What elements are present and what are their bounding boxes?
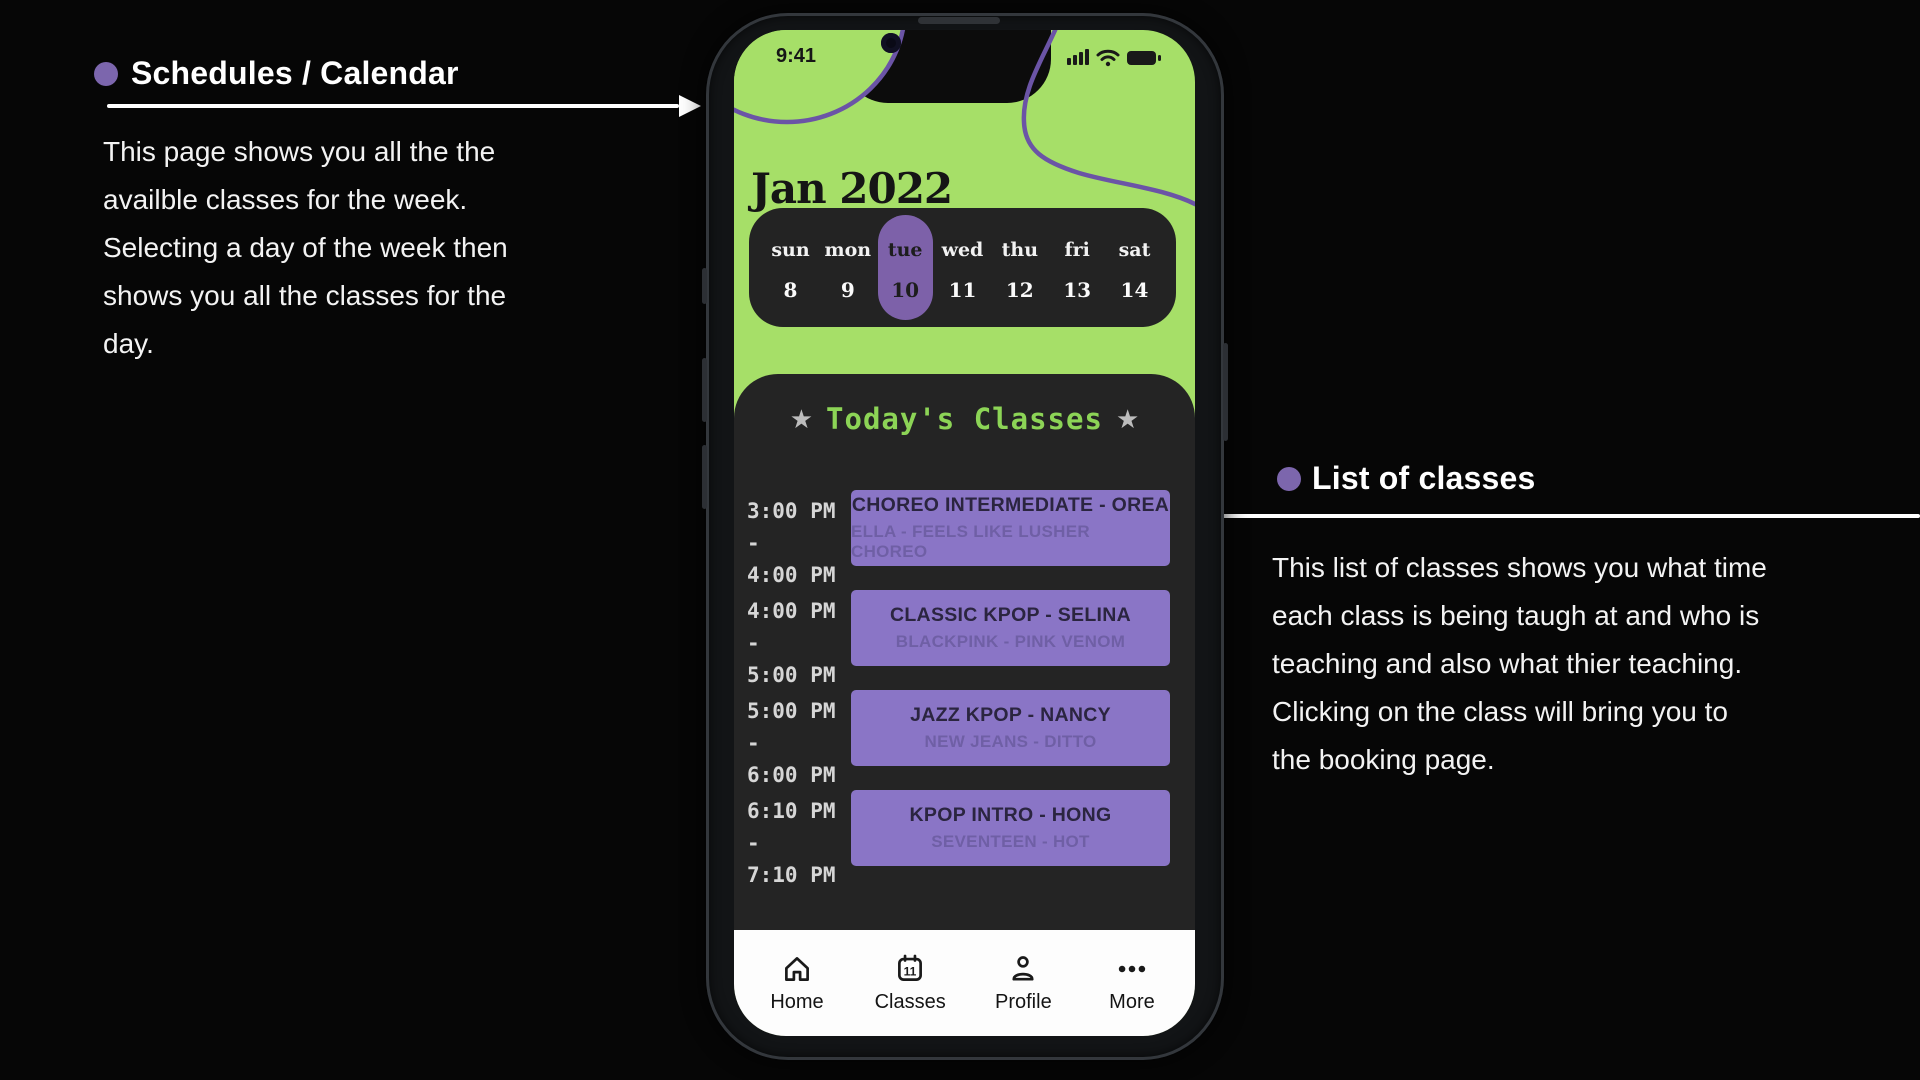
day-number: 12 (1005, 278, 1034, 302)
day-number: 13 (1063, 278, 1092, 302)
class-card[interactable]: CLASSIC KPOP - SELINA BLACKPINK - PINK V… (851, 590, 1170, 666)
day-name: wed (941, 239, 984, 261)
class-time-start: 5:00 PM - (747, 699, 836, 755)
bullet-icon (94, 62, 118, 86)
nav-item-home[interactable]: Home (766, 952, 828, 1014)
class-time: 6:10 PM - 7:10 PM (747, 790, 851, 887)
star-icon: ★ (789, 404, 814, 434)
annotation-body-classes: This list of classes shows you what time… (1272, 552, 1767, 775)
class-time-end: 6:00 PM (747, 763, 836, 787)
calendar-icon: 11 (898, 954, 923, 981)
home-icon (785, 957, 809, 981)
class-name: CHOREO INTERMEDIATE - OREA (851, 494, 1170, 516)
front-camera-icon (881, 33, 901, 53)
wifi-icon (1096, 49, 1120, 61)
annotation-title-schedules: Schedules / Calendar (131, 55, 459, 91)
panel-title: ★ Today's Classes ★ (734, 402, 1195, 436)
class-row: 4:00 PM - 5:00 PM CLASSIC KPOP - SELINA … (734, 590, 1195, 687)
nav-item-classes[interactable]: 11 Classes (875, 952, 946, 1014)
day-name: tue (887, 239, 923, 261)
status-time: 9:41 (776, 45, 817, 67)
calendar-day[interactable]: fri 13 (1050, 215, 1105, 320)
day-name: thu (1001, 239, 1039, 261)
class-detail: SEVENTEEN - HOT (931, 832, 1090, 851)
class-detail: ELLA - FEELS LIKE LUSHER CHOREO (851, 522, 1090, 561)
day-name: mon (824, 239, 872, 261)
class-time-start: 4:00 PM - (747, 599, 836, 655)
day-number: 10 (891, 278, 920, 302)
calendar-day[interactable]: sat 14 (1107, 215, 1162, 320)
class-row: 6:10 PM - 7:10 PM KPOP INTRO - HONG SEVE… (734, 790, 1195, 887)
mute-switch (702, 268, 707, 304)
class-name: KPOP INTRO - HONG (909, 804, 1112, 826)
todays-classes-title: Today's Classes (826, 402, 1103, 436)
nav-label: More (1109, 991, 1155, 1013)
star-icon: ★ (1115, 404, 1140, 434)
class-row: 3:00 PM - 4:00 PM CHOREO INTERMEDIATE - … (734, 490, 1195, 587)
class-time-end: 7:10 PM (747, 863, 836, 887)
speaker-slot (918, 17, 1000, 24)
class-list: 3:00 PM - 4:00 PM CHOREO INTERMEDIATE - … (734, 490, 1195, 887)
nav-label: Profile (995, 991, 1052, 1013)
day-number: 11 (948, 278, 977, 302)
class-row: 5:00 PM - 6:00 PM JAZZ KPOP - NANCY NEW … (734, 690, 1195, 787)
annotation-body-schedules: This page shows you all the the availble… (103, 136, 508, 359)
month-title: Jan 2022 (751, 164, 953, 214)
class-time-start: 3:00 PM - (747, 499, 836, 555)
day-name: fri (1064, 239, 1090, 261)
class-detail: BLACKPINK - PINK VENOM (895, 632, 1126, 651)
nav-label: Classes (874, 991, 946, 1013)
class-time-end: 5:00 PM (747, 663, 836, 687)
status-icons (1067, 49, 1161, 67)
week-calendar: sun 8 mon 9 tue 10 wed 11 thu 12 fri 13 … (749, 208, 1176, 327)
class-detail: NEW JEANS - DITTO (924, 732, 1097, 751)
calendar-day[interactable]: mon 9 (820, 215, 875, 320)
battery-icon (1127, 51, 1161, 65)
arrow-line-to-phone (107, 104, 679, 108)
phone-frame: 9:41 Jan 2022 (702, 13, 1228, 1060)
volume-up-button (702, 358, 707, 422)
class-card[interactable]: KPOP INTRO - HONG SEVENTEEN - HOT (851, 790, 1170, 866)
profile-icon (1012, 956, 1034, 981)
class-card[interactable]: JAZZ KPOP - NANCY NEW JEANS - DITTO (851, 690, 1170, 766)
signal-icon (1067, 49, 1089, 65)
class-time-end: 4:00 PM (747, 563, 836, 587)
calendar-day[interactable]: tue 10 (877, 215, 933, 320)
more-icon (1118, 965, 1146, 973)
class-name: JAZZ KPOP - NANCY (910, 704, 1111, 726)
bottom-nav: Home 11 Classes (734, 930, 1195, 1036)
arrow-line-to-phone (1208, 514, 1920, 518)
class-name: CLASSIC KPOP - SELINA (889, 604, 1132, 626)
day-number: 14 (1120, 278, 1149, 302)
class-time: 5:00 PM - 6:00 PM (747, 690, 851, 787)
day-number: 8 (783, 278, 798, 302)
bullet-icon (1277, 467, 1301, 491)
class-time: 4:00 PM - 5:00 PM (747, 590, 851, 687)
nav-label: Home (770, 991, 824, 1013)
nav-item-more[interactable]: More (1101, 952, 1163, 1014)
power-button (1223, 343, 1228, 441)
day-name: sun (771, 239, 810, 261)
calendar-day[interactable]: wed 11 (935, 215, 990, 320)
day-name: sat (1118, 239, 1151, 261)
app-screen: 9:41 Jan 2022 (734, 30, 1195, 1036)
class-time-start: 6:10 PM - (747, 799, 836, 855)
volume-down-button (702, 445, 707, 509)
arrow-head-icon (679, 95, 701, 117)
calendar-day[interactable]: thu 12 (992, 215, 1047, 320)
todays-classes-panel: ★ Today's Classes ★ 3:00 PM - 4:00 PM CH… (734, 374, 1195, 1036)
day-number: 9 (840, 278, 855, 302)
calendar-date-number: 11 (904, 965, 917, 979)
annotation-title-classes: List of classes (1312, 460, 1536, 496)
class-card[interactable]: CHOREO INTERMEDIATE - OREA ELLA - FEELS … (851, 490, 1170, 566)
notch-area (844, 30, 1051, 103)
class-time: 3:00 PM - 4:00 PM (747, 490, 851, 587)
nav-item-profile[interactable]: Profile (992, 952, 1054, 1014)
calendar-day[interactable]: sun 8 (763, 215, 818, 320)
